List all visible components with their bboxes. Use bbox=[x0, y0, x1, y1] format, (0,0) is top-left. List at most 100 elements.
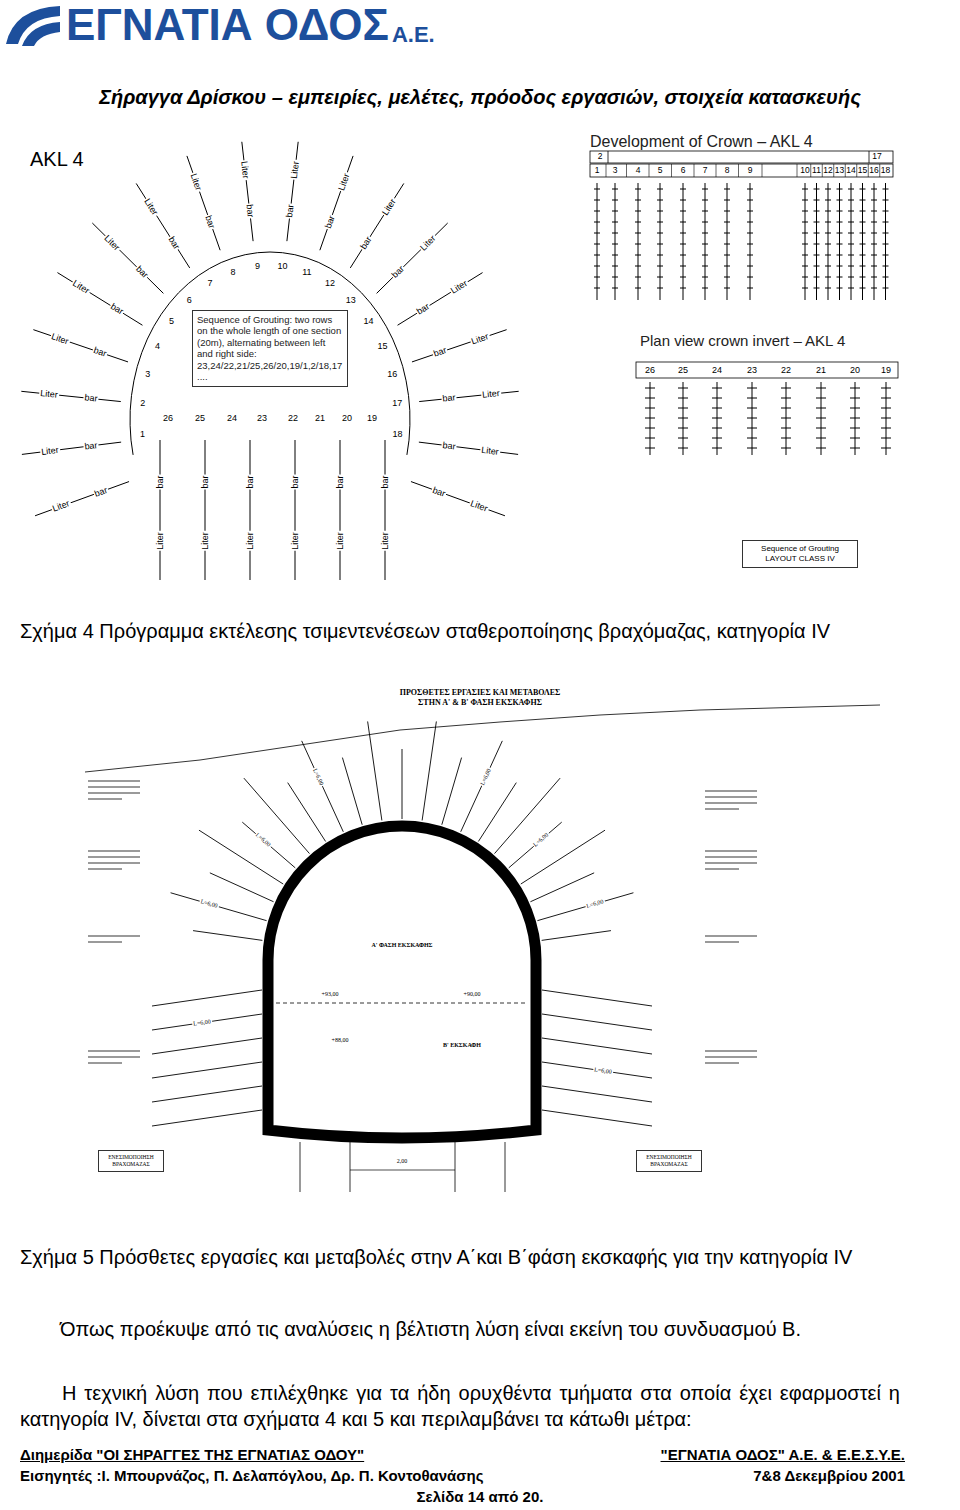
rock-bolt bbox=[542, 1014, 652, 1030]
drawing-line bbox=[879, 164, 880, 177]
bar-label: bar bbox=[83, 393, 99, 405]
grid-tick bbox=[825, 244, 831, 245]
annotation-mark bbox=[88, 786, 140, 788]
grid-tick bbox=[837, 222, 843, 223]
grid-tick bbox=[612, 233, 618, 234]
grid-tick bbox=[848, 222, 854, 223]
grid-tick bbox=[747, 233, 753, 234]
drawing-line bbox=[649, 164, 650, 177]
table-cell: 6 bbox=[681, 166, 686, 176]
grout-pipe bbox=[350, 183, 404, 267]
drawing-line bbox=[608, 151, 609, 163]
grid-tick bbox=[724, 277, 730, 278]
grid-tick bbox=[702, 211, 708, 212]
text-box: Sequence of Grouting LAYOUT CLASS IV bbox=[742, 540, 858, 568]
grid-tick bbox=[724, 244, 730, 245]
drawing-line bbox=[671, 164, 672, 177]
grid-tick bbox=[724, 266, 730, 267]
grid-tick bbox=[850, 418, 860, 419]
drawing-line bbox=[810, 164, 811, 177]
grid-tick bbox=[680, 277, 686, 278]
rock-bolt bbox=[521, 830, 605, 884]
bar-label: bar bbox=[432, 345, 450, 360]
grid-tick bbox=[678, 418, 688, 419]
grid-pipe bbox=[862, 183, 863, 300]
grid-tick bbox=[747, 222, 753, 223]
table-cell: 12 bbox=[823, 166, 832, 176]
grid-pipe bbox=[839, 183, 840, 300]
grid-tick bbox=[680, 222, 686, 223]
rock-bolt bbox=[422, 721, 436, 820]
grid-tick bbox=[837, 255, 843, 256]
callout-number: 21 bbox=[315, 413, 325, 423]
grid-tick bbox=[871, 266, 877, 267]
grid-tick bbox=[612, 288, 618, 289]
grid-tick bbox=[635, 288, 641, 289]
drawing-line bbox=[868, 164, 869, 177]
grid-tick bbox=[657, 200, 663, 201]
grid-tick bbox=[612, 266, 618, 267]
grid-tick bbox=[712, 418, 722, 419]
grid-tick bbox=[871, 244, 877, 245]
logo-symbol bbox=[6, 6, 60, 46]
grid-tick bbox=[747, 388, 757, 389]
rock-bolt bbox=[302, 741, 344, 832]
grid-tick bbox=[781, 438, 791, 439]
grid-tick bbox=[837, 211, 843, 212]
grid-tick bbox=[802, 222, 808, 223]
callout-number: 19 bbox=[367, 413, 377, 423]
tunnel-section-drawing bbox=[85, 705, 880, 1192]
text-box: Sequence of Grouting: two rows on the wh… bbox=[192, 310, 348, 387]
grid-tick bbox=[871, 277, 877, 278]
grid-tick bbox=[848, 288, 854, 289]
grout-pipe bbox=[295, 440, 296, 580]
grid-tick bbox=[645, 408, 655, 409]
grid-tick bbox=[680, 211, 686, 212]
annotation-mark bbox=[705, 850, 757, 852]
grid-tick bbox=[871, 233, 877, 234]
liter-label: Liter bbox=[245, 531, 255, 551]
grid-tick bbox=[594, 255, 600, 256]
excavation-phase-line bbox=[276, 1003, 528, 1004]
grid-tick bbox=[881, 438, 891, 439]
rock-bolt bbox=[152, 1110, 262, 1126]
grid-tick bbox=[814, 277, 820, 278]
grid-tick bbox=[657, 277, 663, 278]
footer-text: Διημερίδα "ΟΙ ΣΗΡΑΓΓΕΣ ΤΗΣ ΕΓΝΑΤΙΑΣ ΟΔΟΥ… bbox=[20, 1446, 364, 1463]
grid-tick bbox=[712, 408, 722, 409]
footer-text: Εισηγητές :Ι. Μπουρνάζος, Π. Δελαπόγλου,… bbox=[20, 1467, 484, 1484]
grid-tick bbox=[860, 244, 866, 245]
grid-pipe bbox=[885, 183, 886, 300]
rock-bolt bbox=[152, 1062, 262, 1078]
dimension: 2,00 bbox=[397, 1158, 408, 1165]
grid-tick bbox=[645, 428, 655, 429]
grid-tick bbox=[860, 189, 866, 190]
rock-bolt bbox=[542, 1110, 652, 1126]
rock-bolt bbox=[542, 990, 652, 1006]
grid-tick bbox=[724, 200, 730, 201]
grid-tick bbox=[724, 189, 730, 190]
grout-pipe bbox=[385, 440, 386, 580]
grid-tick bbox=[657, 255, 663, 256]
grid-tick bbox=[678, 388, 688, 389]
bar-label: bar bbox=[245, 474, 255, 489]
liter-label: Liter bbox=[448, 278, 470, 297]
grid-tick bbox=[612, 189, 618, 190]
callout-number: 24 bbox=[227, 413, 237, 423]
drawing-line bbox=[797, 164, 798, 177]
grid-tick bbox=[848, 211, 854, 212]
table-cell: 18 bbox=[881, 166, 890, 176]
grid-tick bbox=[747, 398, 757, 399]
bar-label: bar bbox=[441, 440, 457, 452]
drawing-line bbox=[694, 164, 695, 177]
drawing-line bbox=[626, 164, 627, 177]
grid-tick bbox=[747, 448, 757, 449]
bar-label: bar bbox=[414, 301, 432, 318]
grid-tick bbox=[848, 255, 854, 256]
grid-tick bbox=[814, 266, 820, 267]
drawing-line bbox=[833, 164, 834, 177]
bar-label: bar bbox=[441, 393, 457, 405]
grid-pipe bbox=[660, 183, 661, 300]
paragraph: Όπως προέκυψε από τις αναλύσεις η βέλτισ… bbox=[60, 1318, 801, 1341]
grid-tick bbox=[802, 277, 808, 278]
